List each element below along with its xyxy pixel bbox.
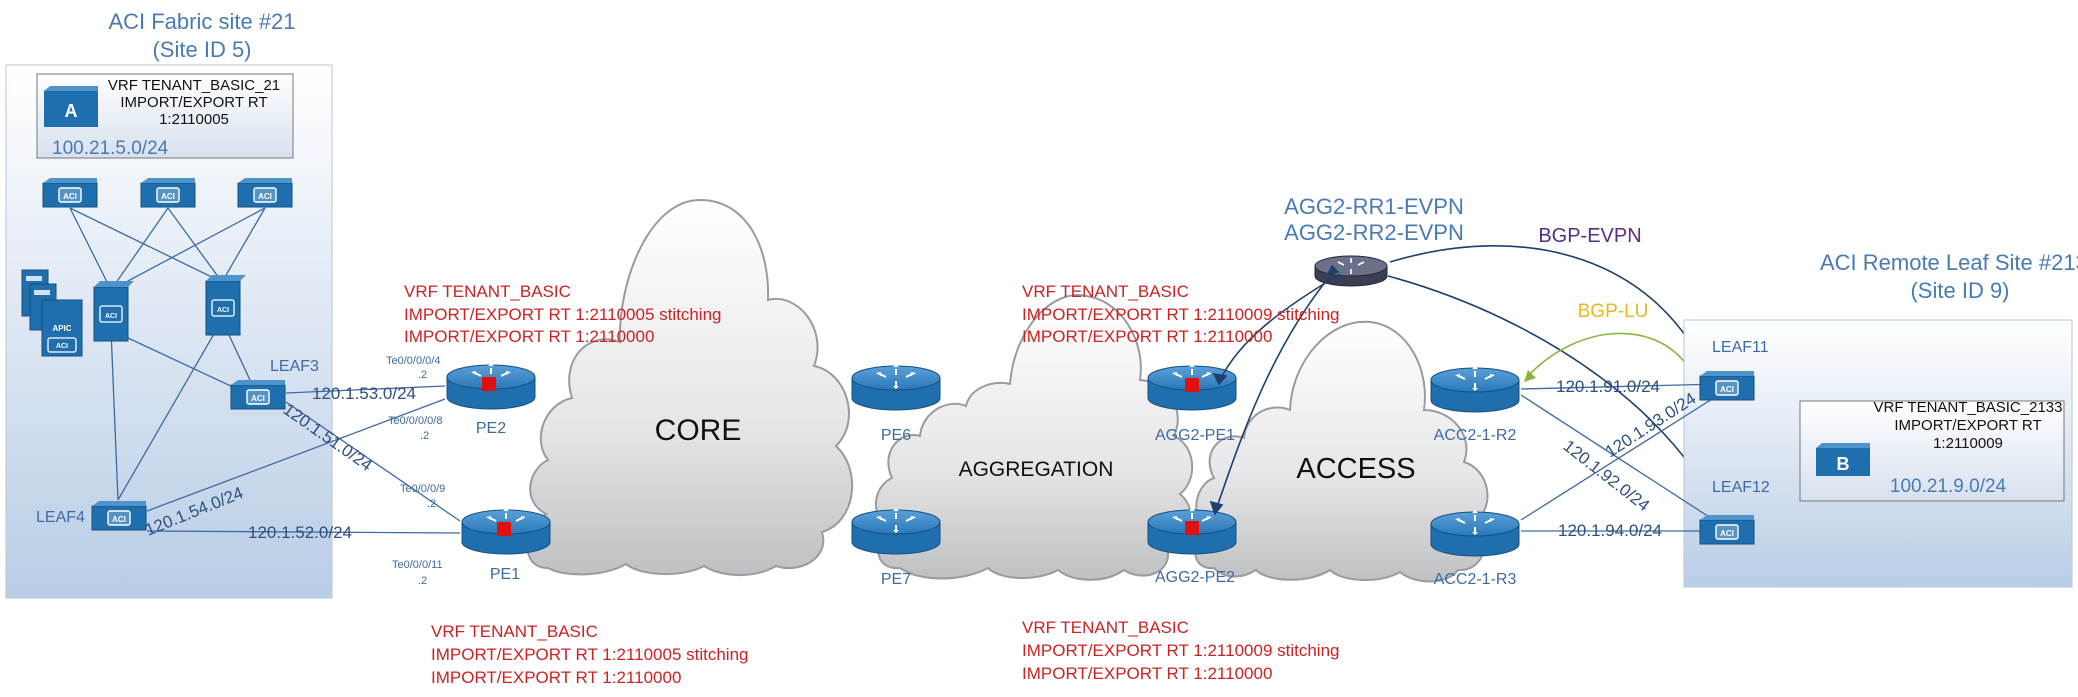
pe7-label: PE7 [881,571,911,588]
leaf12-label: LEAF12 [1712,479,1770,496]
vrf-note-pe2: VRF TENANT_BASIC IMPORT/EXPORT RT 1:2110… [404,282,722,346]
remote-links [1520,383,1721,532]
core-cloud [526,198,854,577]
leaf4-icon [91,501,147,531]
iface-pe2-b-sub: .2 [420,430,429,442]
access-label: ACCESS [1296,453,1415,485]
apic-label: APIC [52,324,71,333]
fabric-links [69,207,266,501]
vrf-b-badge-icon [1816,448,1870,476]
vrf-note-agg-top-line3: IMPORT/EXPORT RT 1:2110000 [1022,327,1272,346]
vrf-a-badge-icon [44,91,98,127]
leaf-vertical-1-icon: ACI [93,281,134,342]
vrf-note-agg-top: VRF TENANT_BASIC IMPORT/EXPORT RT 1:2110… [1022,282,1340,346]
pe7-router-icon [851,508,941,555]
fabric-vrf-subnet: 100.21.5.0/24 [52,138,169,159]
fabric-vrf-rt-value: 1:2110005 [159,111,229,128]
pe2-vrf-marker [482,377,496,391]
iface-pe1-b-sub: .2 [418,575,427,587]
iface-pe1-a: Te0/0/0/9 [400,483,445,495]
spine-1-icon [42,178,98,208]
iface-pe1-b: Te0/0/0/11 [392,559,443,571]
subnet-leaf4-pe1: 120.1.52.0/24 [248,523,352,542]
bgp-lu-session [1525,332,1691,379]
pe6-router-icon [851,364,941,411]
agg2-pe2-label: AGG2-PE2 [1155,569,1235,586]
remote-site-title: ACI Remote Leaf Site #2133 [1820,250,2078,275]
remote-vrf-rt-value: 1:2110009 [1933,435,2003,452]
pe2-label: PE2 [476,420,506,437]
acc2-1-r3-label: ACC2-1-R3 [1434,571,1517,588]
bgp-lu-arrow-left [1524,370,1536,382]
vrf-note-agg-bottom: VRF TENANT_BASIC IMPORT/EXPORT RT 1:2110… [1022,618,1340,683]
remote-vrf-rt-label: IMPORT/EXPORT RT [1894,417,2041,434]
leaf-vertical-2-icon: ACI [205,275,246,336]
agg2-pe1-vrf-marker [1185,378,1199,392]
vrf-note-pe2-line3: IMPORT/EXPORT RT 1:2110000 [404,327,654,346]
spine-2-icon [140,178,196,208]
fabric-site-id: (Site ID 5) [152,37,251,62]
bgp-lu-label: BGP-LU [1578,301,1649,322]
subnet-leaf3-pe2: 120.1.53.0/24 [312,384,416,403]
acc2-1-r3-router-icon [1430,510,1520,557]
remote-site-id: (Site ID 9) [1910,278,2009,303]
pe-links [146,385,461,534]
svg-text:ACI: ACI [217,307,229,314]
apic-cluster-icon: APIC ACI [21,269,83,357]
aggregation-cloud [874,294,1193,581]
vrf-note-agg-bottom-line2: IMPORT/EXPORT RT 1:2110009 stitching [1022,641,1340,660]
vrf-b-badge-label: B [1837,454,1850,474]
leaf11-icon [1699,371,1755,401]
vrf-note-pe1-line3: IMPORT/EXPORT RT 1:2110000 [431,668,681,687]
leaf3-label: LEAF3 [270,358,319,375]
agg2-pe1-label: AGG2-PE1 [1155,427,1235,444]
fabric-vrf-name: VRF TENANT_BASIC_21 [108,77,280,94]
vrf-note-agg-bottom-line1: VRF TENANT_BASIC [1022,618,1189,637]
iface-pe2-b: Te0/0/0/0/8 [388,415,442,427]
bgp-evpn-label: BGP-EVPN [1538,225,1641,247]
core-label: CORE [655,414,742,447]
subnet-r2-leaf11: 120.1.91.0/24 [1556,377,1660,396]
leaf4-label: LEAF4 [36,509,85,526]
vrf-note-pe1: VRF TENANT_BASIC IMPORT/EXPORT RT 1:2110… [431,622,749,687]
iface-pe2-a-sub: .2 [418,369,427,381]
vrf-note-pe2-line1: VRF TENANT_BASIC [404,282,571,301]
pe6-label: PE6 [881,427,911,444]
svg-text:ACI: ACI [56,343,68,350]
vrf-note-pe2-line2: IMPORT/EXPORT RT 1:2110005 stitching [404,305,722,324]
agg2-pe2-vrf-marker [1185,521,1199,535]
svg-text:ACI: ACI [105,313,117,320]
acc2-1-r2-router-icon [1430,366,1520,413]
rr2-label: AGG2-RR2-EVPN [1284,220,1464,245]
pe1-label: PE1 [490,566,520,583]
aggregation-label: AGGREGATION [959,458,1114,481]
rr1-label: AGG2-RR1-EVPN [1284,194,1464,219]
leaf3-icon [230,380,286,410]
fabric-vrf-rt-label: IMPORT/EXPORT RT [120,94,267,111]
fabric-site-title: ACI Fabric site #21 [108,9,295,34]
access-cloud [1194,320,1489,583]
iface-pe1-a-sub: .2 [427,498,436,510]
iface-pe2-a: Te0/0/0/0/4 [386,355,440,367]
vrf-note-agg-top-line1: VRF TENANT_BASIC [1022,282,1189,301]
pe1-vrf-marker [497,522,511,536]
fabric-vrf-box: A VRF TENANT_BASIC_21 IMPORT/EXPORT RT 1… [36,73,294,159]
leaf12-icon [1699,515,1755,545]
leaf11-label: LEAF11 [1712,339,1769,356]
remote-vrf-subnet: 100.21.9.0/24 [1890,476,2007,497]
vrf-note-agg-bottom-line3: IMPORT/EXPORT RT 1:2110000 [1022,664,1272,683]
vrf-note-agg-top-line2: IMPORT/EXPORT RT 1:2110009 stitching [1022,305,1340,324]
vrf-note-pe1-line2: IMPORT/EXPORT RT 1:2110005 stitching [431,645,749,664]
subnet-r3-leaf12: 120.1.94.0/24 [1558,521,1662,540]
acc2-1-r2-label: ACC2-1-R2 [1434,427,1517,444]
vrf-a-badge-label: A [65,101,78,121]
spine-3-icon [237,178,293,208]
remote-vrf-name: VRF TENANT_BASIC_2133 [1874,399,2063,416]
vrf-note-pe1-line1: VRF TENANT_BASIC [431,622,598,641]
remote-vrf-box: B VRF TENANT_BASIC_2133 IMPORT/EXPORT RT… [1799,399,2065,502]
